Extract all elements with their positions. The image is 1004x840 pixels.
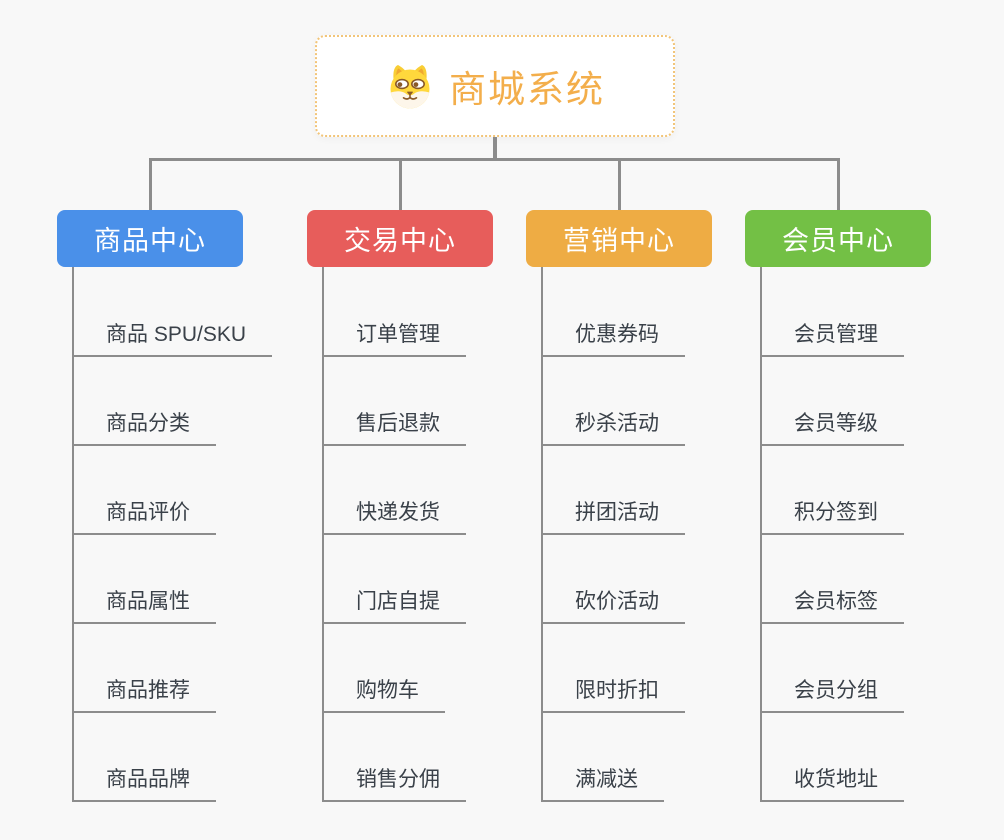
root-node[interactable]: 商城系统 [315,35,675,137]
leaf-node[interactable]: 门店自提 [322,584,466,624]
leaf-node[interactable]: 拼团活动 [541,495,685,535]
leaf-node[interactable]: 优惠券码 [541,317,685,357]
leaf-node[interactable]: 快递发货 [322,495,466,535]
leaf-node[interactable]: 销售分佣 [322,762,466,802]
branch-node[interactable]: 商品中心 [57,210,243,267]
connector-branch-drop [837,158,840,210]
connector-bus [149,158,840,161]
leaf-node[interactable]: 积分签到 [760,495,904,535]
connector-branch-drop [399,158,402,210]
leaf-node[interactable]: 满减送 [541,762,664,802]
leaf-node[interactable]: 商品推荐 [72,673,216,713]
leaf-node[interactable]: 售后退款 [322,406,466,446]
leaf-node[interactable]: 订单管理 [322,317,466,357]
branch-label: 商品中心 [94,226,206,256]
connector-branch-drop [618,158,621,210]
leaf-node[interactable]: 限时折扣 [541,673,685,713]
branch-label: 交易中心 [344,226,456,256]
connector-root-drop [493,137,497,158]
leaf-node[interactable]: 会员标签 [760,584,904,624]
leaf-node[interactable]: 商品 SPU/SKU [72,317,273,357]
branch-node[interactable]: 营销中心 [526,210,712,267]
branch-node[interactable]: 会员中心 [745,210,931,267]
root-title: 商城系统 [449,69,605,110]
leaf-node[interactable]: 商品属性 [72,584,216,624]
leaf-node[interactable]: 商品分类 [72,406,216,446]
leaf-node[interactable]: 购物车 [322,673,445,713]
branch-label: 营销中心 [563,226,675,256]
branch-node[interactable]: 交易中心 [307,210,493,267]
leaf-node[interactable]: 砍价活动 [541,584,685,624]
dog-icon [385,63,435,109]
leaf-node[interactable]: 秒杀活动 [541,406,685,446]
leaf-node[interactable]: 会员等级 [760,406,904,446]
leaf-node[interactable]: 会员管理 [760,317,904,357]
leaf-node[interactable]: 商品评价 [72,495,216,535]
leaf-node[interactable]: 会员分组 [760,673,904,713]
branch-label: 会员中心 [782,226,894,256]
leaf-node[interactable]: 商品品牌 [72,762,216,802]
connector-branch-drop [149,158,152,210]
leaf-node[interactable]: 收货地址 [760,762,904,802]
